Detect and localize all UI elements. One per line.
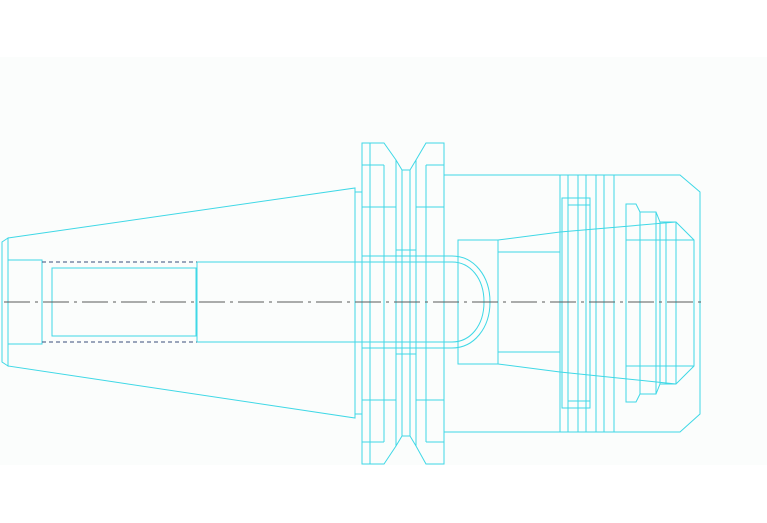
v-flange bbox=[361, 142, 445, 465]
internal-bore bbox=[42, 261, 362, 343]
collet-nut bbox=[559, 174, 701, 433]
taper-shank bbox=[1, 187, 362, 419]
holder-body bbox=[362, 174, 561, 433]
